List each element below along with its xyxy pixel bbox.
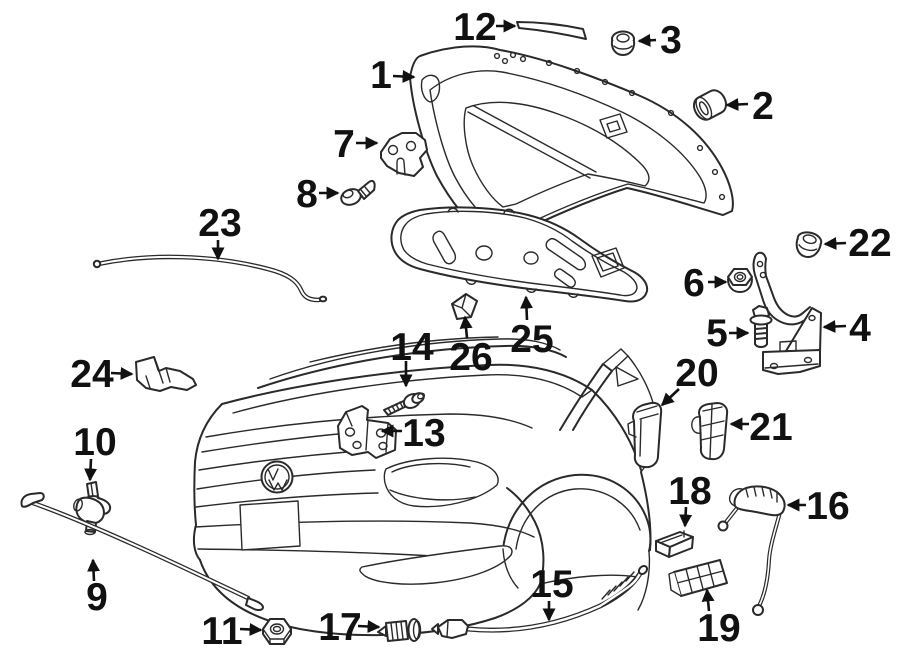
vw-logo-icon xyxy=(260,460,294,494)
part-bracket-bolt xyxy=(340,179,376,206)
callout-number[interactable]: 26 xyxy=(449,336,492,379)
callout-16-release-cable-front[interactable]: 16 xyxy=(786,485,850,528)
callout-arrow-icon xyxy=(822,319,847,333)
callout-5-hinge-bolt[interactable]: 5 xyxy=(706,312,750,355)
callout-arrow-icon xyxy=(110,366,134,380)
callout-7-corner-bracket[interactable]: 7 xyxy=(333,123,379,166)
callout-12-seal-strip[interactable]: 12 xyxy=(453,6,517,49)
callout-arrow-icon xyxy=(637,33,657,47)
part-release-cable-rear xyxy=(431,564,649,639)
callout-number[interactable]: 10 xyxy=(73,421,116,464)
callout-number[interactable]: 13 xyxy=(402,412,445,455)
callout-24-rod-bracket[interactable]: 24 xyxy=(70,353,134,396)
callout-arrow-icon xyxy=(679,506,693,528)
part-insulator-pad xyxy=(390,206,649,303)
callout-number[interactable]: 6 xyxy=(683,262,705,305)
callout-arrow-icon xyxy=(239,622,263,636)
callout-21-stop-buffer-right[interactable]: 21 xyxy=(729,406,793,449)
callout-11-hex-nut[interactable]: 11 xyxy=(201,610,263,653)
callout-number[interactable]: 21 xyxy=(749,406,792,449)
part-release-cable-front xyxy=(717,485,786,616)
callout-number[interactable]: 1 xyxy=(370,54,392,97)
callout-number[interactable]: 24 xyxy=(70,353,114,396)
callout-13-hood-latch[interactable]: 13 xyxy=(380,412,446,455)
callout-15-release-cable-rear[interactable]: 15 xyxy=(530,563,574,622)
part-latch-bolt xyxy=(383,392,426,416)
callout-6-flange-nut[interactable]: 6 xyxy=(683,262,728,305)
callout-number[interactable]: 19 xyxy=(697,607,740,650)
callout-number[interactable]: 14 xyxy=(390,326,434,369)
callout-number[interactable]: 11 xyxy=(201,610,242,653)
callout-23-support-rod[interactable]: 23 xyxy=(198,202,242,261)
callout-25-insulator-pad[interactable]: 25 xyxy=(510,295,554,361)
callout-22-clip-side[interactable]: 22 xyxy=(823,222,892,265)
part-rod-bracket xyxy=(135,356,197,392)
callout-26-pad-clip[interactable]: 26 xyxy=(449,315,493,379)
callout-10-rod-pivot[interactable]: 10 xyxy=(73,421,117,482)
callout-3-clip-top[interactable]: 3 xyxy=(637,19,682,62)
part-support-rod-front xyxy=(20,492,264,612)
headlight xyxy=(383,457,499,508)
callout-arrow-icon xyxy=(84,458,98,482)
callout-number[interactable]: 18 xyxy=(668,470,711,513)
callout-9-support-rod-front[interactable]: 9 xyxy=(86,558,108,619)
callout-number[interactable]: 20 xyxy=(675,352,718,395)
callout-arrow-icon xyxy=(357,619,381,633)
callout-arrow-icon xyxy=(520,295,533,321)
callout-20-stop-buffer-left[interactable]: 20 xyxy=(660,352,719,407)
bumper-intake xyxy=(359,545,513,585)
part-hinge-bracket xyxy=(752,251,822,375)
callout-14-latch-bolt[interactable]: 14 xyxy=(390,326,434,388)
callout-layer: 1234567891011121314151617181920212223242… xyxy=(70,6,891,653)
callout-number[interactable]: 9 xyxy=(86,576,108,619)
callout-number[interactable]: 15 xyxy=(530,563,573,606)
callout-17-plug[interactable]: 17 xyxy=(318,606,381,649)
callout-arrow-icon xyxy=(823,236,847,250)
part-cable-guide xyxy=(655,530,694,558)
license-plate xyxy=(239,500,301,551)
callout-number[interactable]: 7 xyxy=(333,123,355,166)
callout-number[interactable]: 12 xyxy=(453,6,496,49)
callout-arrow-icon xyxy=(392,69,416,83)
callout-number[interactable]: 2 xyxy=(752,85,774,128)
callout-number[interactable]: 5 xyxy=(706,312,728,355)
hood-flange-holes xyxy=(493,51,726,201)
part-clip-top xyxy=(610,30,636,56)
part-rod-pivot xyxy=(73,481,112,536)
part-cable-bracket xyxy=(668,559,728,597)
callout-number[interactable]: 4 xyxy=(849,307,871,350)
part-flange-nut xyxy=(727,268,753,293)
part-corner-bracket xyxy=(380,132,428,177)
callout-2-grommet[interactable]: 2 xyxy=(725,85,774,128)
part-grommet xyxy=(692,89,728,121)
callout-arrow-icon xyxy=(725,97,749,111)
part-hex-nut xyxy=(262,618,292,645)
part-pad-clip xyxy=(451,293,478,320)
part-clip-side xyxy=(795,231,823,259)
part-stop-buffer-left xyxy=(627,401,663,469)
part-stop-buffer-right xyxy=(691,402,729,461)
callout-number[interactable]: 3 xyxy=(660,19,682,62)
callout-arrow-icon xyxy=(701,588,715,612)
callout-arrow-icon xyxy=(660,388,680,407)
callout-number[interactable]: 16 xyxy=(806,485,849,528)
callout-number[interactable]: 8 xyxy=(296,173,318,216)
callout-number[interactable]: 22 xyxy=(848,222,891,265)
callout-18-cable-guide[interactable]: 18 xyxy=(668,470,712,528)
callout-4-hinge-bracket[interactable]: 4 xyxy=(822,307,871,350)
callout-number[interactable]: 25 xyxy=(510,318,553,361)
part-seal-strip xyxy=(516,21,587,40)
part-plug xyxy=(377,618,422,642)
part-support-rod xyxy=(92,254,328,303)
callout-number[interactable]: 23 xyxy=(198,202,241,245)
callout-number[interactable]: 17 xyxy=(318,606,361,649)
callout-arrow-icon xyxy=(87,558,101,582)
callout-1-hood-panel[interactable]: 1 xyxy=(370,54,416,97)
callout-19-cable-bracket[interactable]: 19 xyxy=(697,588,741,650)
car-body xyxy=(192,336,660,637)
part-hinge-bolt xyxy=(749,305,773,348)
callout-arrow-icon xyxy=(459,315,473,339)
callout-8-bracket-bolt[interactable]: 8 xyxy=(296,173,340,216)
